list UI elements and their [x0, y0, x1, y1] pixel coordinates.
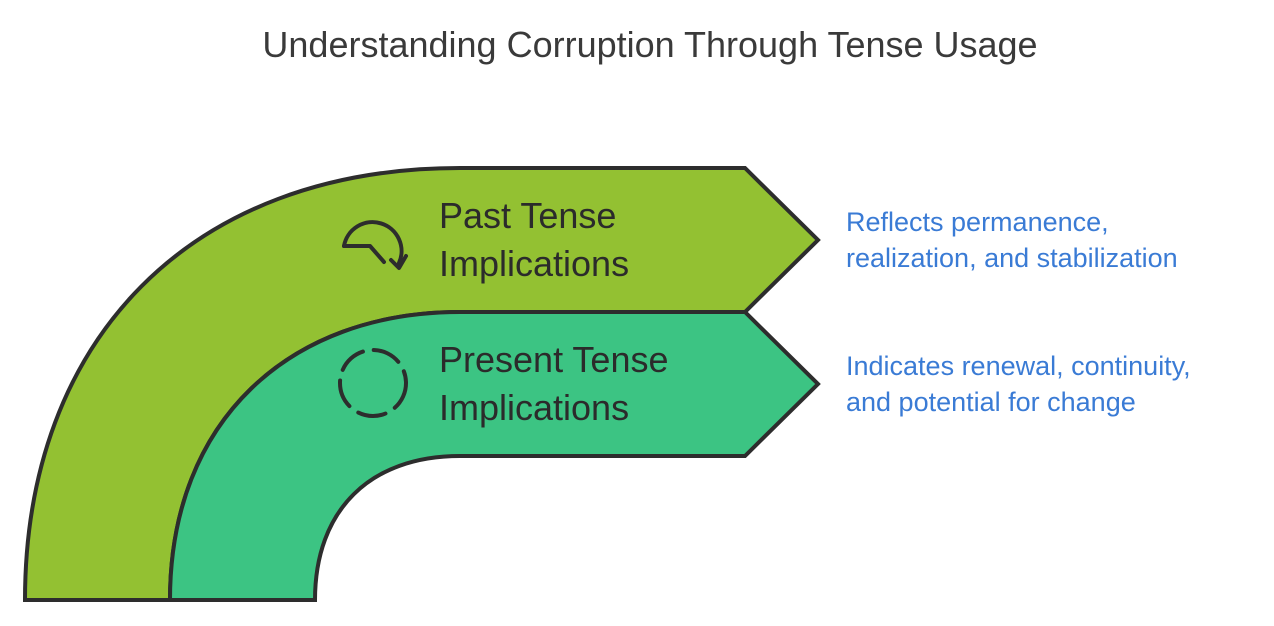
present-tense-description: Indicates renewal, continuity, and poten… [846, 348, 1266, 420]
past-tense-description-line2: realization, and stabilization [846, 243, 1178, 273]
past-tense-label-line2: Implications [439, 243, 630, 284]
present-tense-label-line2: Implications [439, 387, 630, 428]
past-tense-label: Past Tense Implications [439, 192, 769, 288]
past-tense-description: Reflects permanence, realization, and st… [846, 204, 1266, 276]
past-tense-description-line1: Reflects permanence, [846, 207, 1109, 237]
present-tense-label: Present Tense Implications [439, 336, 769, 432]
present-tense-label-line1: Present Tense [439, 339, 669, 380]
rotate-arrow-icon [342, 220, 408, 270]
past-tense-label-line1: Past Tense [439, 195, 617, 236]
present-tense-band [167, 310, 821, 602]
dashed-circle-icon [338, 348, 408, 418]
diagram-title: Understanding Corruption Through Tense U… [262, 24, 1038, 65]
present-tense-description-line2: and potential for change [846, 387, 1136, 417]
present-tense-description-line1: Indicates renewal, continuity, [846, 351, 1191, 381]
